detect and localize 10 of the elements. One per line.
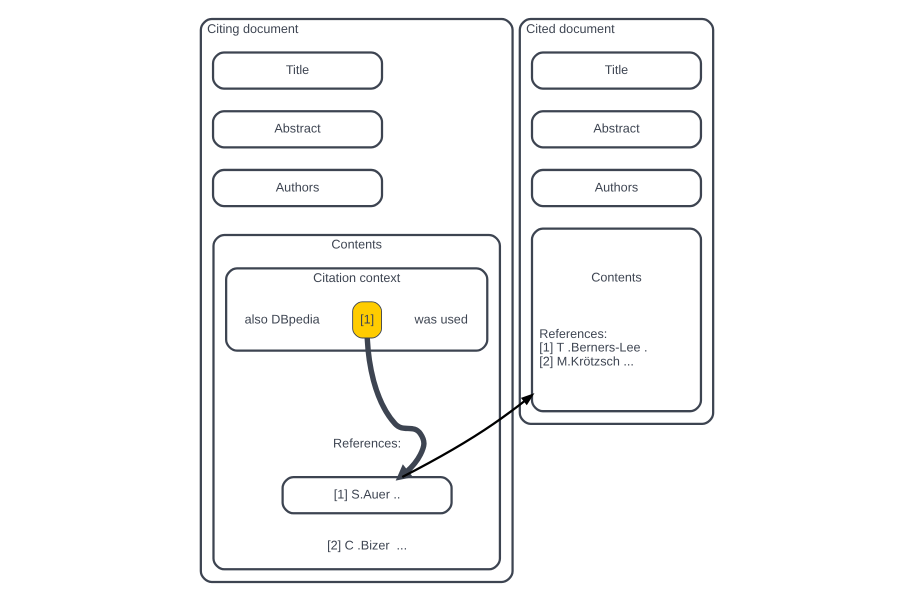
node-box: [1] bbox=[352, 301, 382, 338]
node-box: Abstract bbox=[530, 110, 702, 148]
node-box: Authors bbox=[530, 168, 702, 208]
node-box: [1] S.Auer .. bbox=[280, 476, 452, 514]
node-box: Abstract bbox=[211, 110, 383, 148]
arrow bbox=[401, 393, 534, 478]
node-box: Authors bbox=[211, 168, 383, 208]
node-box: Title bbox=[211, 51, 383, 90]
node-box: Title bbox=[530, 51, 702, 90]
node-box: Contents References: [1] T .Berners-Lee . [2] M.Krötzsch ... bbox=[530, 228, 702, 412]
